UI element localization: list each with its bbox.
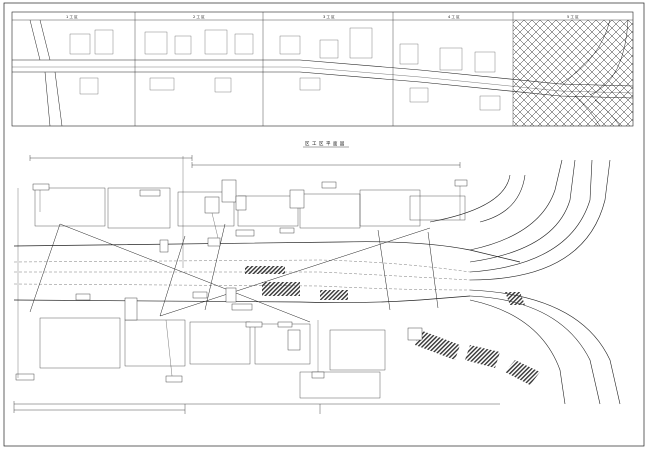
key-plan-road xyxy=(12,19,634,127)
key-plan-blocks xyxy=(69,27,501,111)
sheet-border xyxy=(3,2,645,447)
building-blocks-bottom xyxy=(39,317,386,399)
curved-ramps xyxy=(429,159,621,405)
callout-boxes xyxy=(15,179,468,383)
section-label-2: 2 工 区 xyxy=(193,15,205,19)
dimension-lines-bottom xyxy=(13,401,500,414)
building-blocks-top xyxy=(34,187,466,229)
main-plan xyxy=(13,155,621,414)
dimension-lines-top xyxy=(29,155,461,168)
section-label-5: 5 工 区 xyxy=(567,15,579,19)
key-plan: 1 工 区 2 工 区 3 工 区 4 工 区 5 工 区 xyxy=(11,11,634,127)
main-road xyxy=(13,241,521,304)
section-label-1: 1 工 区 xyxy=(66,15,78,19)
hatched-area xyxy=(513,20,633,126)
leader-lines xyxy=(17,156,461,378)
plan-title: 区 工 区 平 面 図 xyxy=(305,141,345,147)
section-lines xyxy=(29,223,439,323)
section-label-3: 3 工 区 xyxy=(323,15,335,19)
crosswalks xyxy=(245,266,540,385)
section-label-4: 4 工 区 xyxy=(448,15,460,19)
